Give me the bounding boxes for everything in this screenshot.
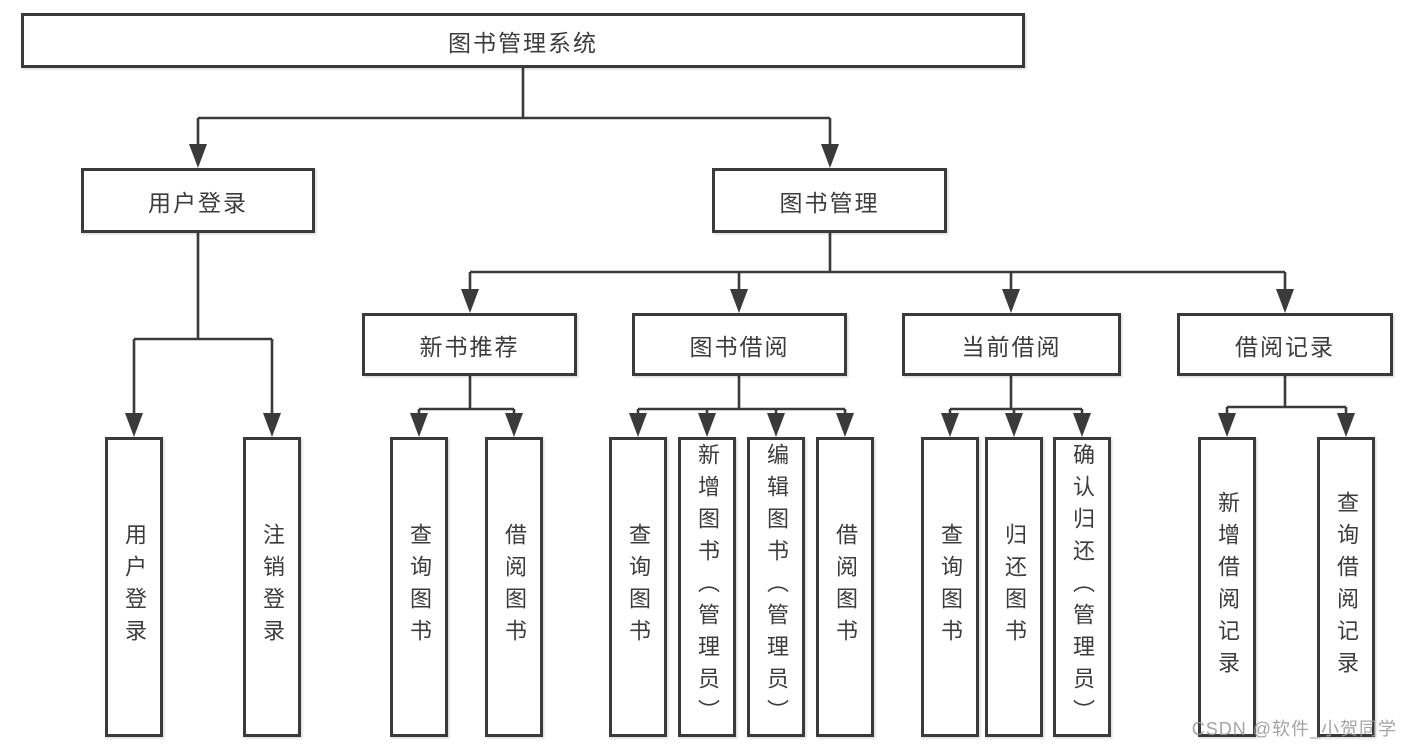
leaf-add-borrow-record: 新增借阅记录 bbox=[1198, 437, 1256, 737]
node-library-management-system: 图书管理系统 bbox=[21, 13, 1025, 68]
node-label: 新书推荐 bbox=[419, 333, 520, 360]
leaf-label: 用户登录 bbox=[122, 523, 147, 651]
leaf-add-book-admin: 新增图书（管理员） bbox=[678, 437, 736, 737]
leaf-user-login: 用户登录 bbox=[105, 437, 163, 737]
leaf-return-book: 归还图书 bbox=[985, 437, 1043, 737]
node-new-book-recommend: 新书推荐 bbox=[362, 313, 577, 376]
node-user-login: 用户登录 bbox=[81, 168, 315, 233]
node-current-borrow: 当前借阅 bbox=[902, 313, 1121, 376]
leaf-query-books-current: 查询图书 bbox=[921, 437, 979, 737]
leaf-borrow-books: 借阅图书 bbox=[816, 437, 874, 737]
node-label: 用户登录 bbox=[148, 189, 248, 216]
connector-book-borrow-to-leaves bbox=[629, 376, 854, 437]
node-book-borrow: 图书借阅 bbox=[632, 313, 847, 376]
leaf-label: 借阅图书 bbox=[833, 523, 858, 651]
leaf-label: 归还图书 bbox=[1002, 523, 1027, 651]
connector-current-borrow-to-leaves bbox=[941, 376, 1091, 437]
leaf-label: 查询图书 bbox=[407, 523, 432, 651]
connector-new-book-to-leaves bbox=[410, 376, 523, 437]
leaf-query-books-recommend: 查询图书 bbox=[390, 437, 448, 737]
node-label: 图书管理系统 bbox=[448, 29, 598, 56]
leaf-label: 注销登录 bbox=[260, 523, 285, 651]
leaf-logout: 注销登录 bbox=[243, 437, 301, 737]
leaf-label: 借阅图书 bbox=[502, 523, 527, 651]
leaf-label: 新增图书（管理员） bbox=[695, 443, 720, 731]
leaf-label: 确认归还（管理员） bbox=[1070, 443, 1095, 731]
node-label: 当前借阅 bbox=[961, 333, 1062, 360]
node-label: 借阅记录 bbox=[1235, 333, 1335, 360]
leaf-label: 查询借阅记录 bbox=[1334, 491, 1359, 683]
leaf-label: 新增借阅记录 bbox=[1215, 491, 1240, 683]
connector-borrow-records-to-leaves bbox=[1218, 376, 1355, 437]
connector-root-to-level2 bbox=[189, 68, 839, 168]
leaf-edit-book-admin: 编辑图书（管理员） bbox=[747, 437, 805, 737]
node-label: 图书管理 bbox=[779, 189, 880, 216]
connector-book-management-to-level3 bbox=[461, 233, 1294, 313]
leaf-confirm-return-admin: 确认归还（管理员） bbox=[1053, 437, 1111, 737]
node-borrow-records: 借阅记录 bbox=[1177, 313, 1393, 376]
node-book-management: 图书管理 bbox=[712, 168, 947, 233]
leaf-label: 查询图书 bbox=[938, 523, 963, 651]
leaf-borrow-books-recommend: 借阅图书 bbox=[485, 437, 543, 737]
leaf-query-borrow-record: 查询借阅记录 bbox=[1317, 437, 1375, 737]
leaf-query-books-borrow: 查询图书 bbox=[609, 437, 667, 737]
node-label: 图书借阅 bbox=[689, 333, 790, 360]
connector-user-login-to-leaves bbox=[125, 233, 281, 437]
leaf-label: 编辑图书（管理员） bbox=[764, 443, 789, 731]
leaf-label: 查询图书 bbox=[626, 523, 651, 651]
